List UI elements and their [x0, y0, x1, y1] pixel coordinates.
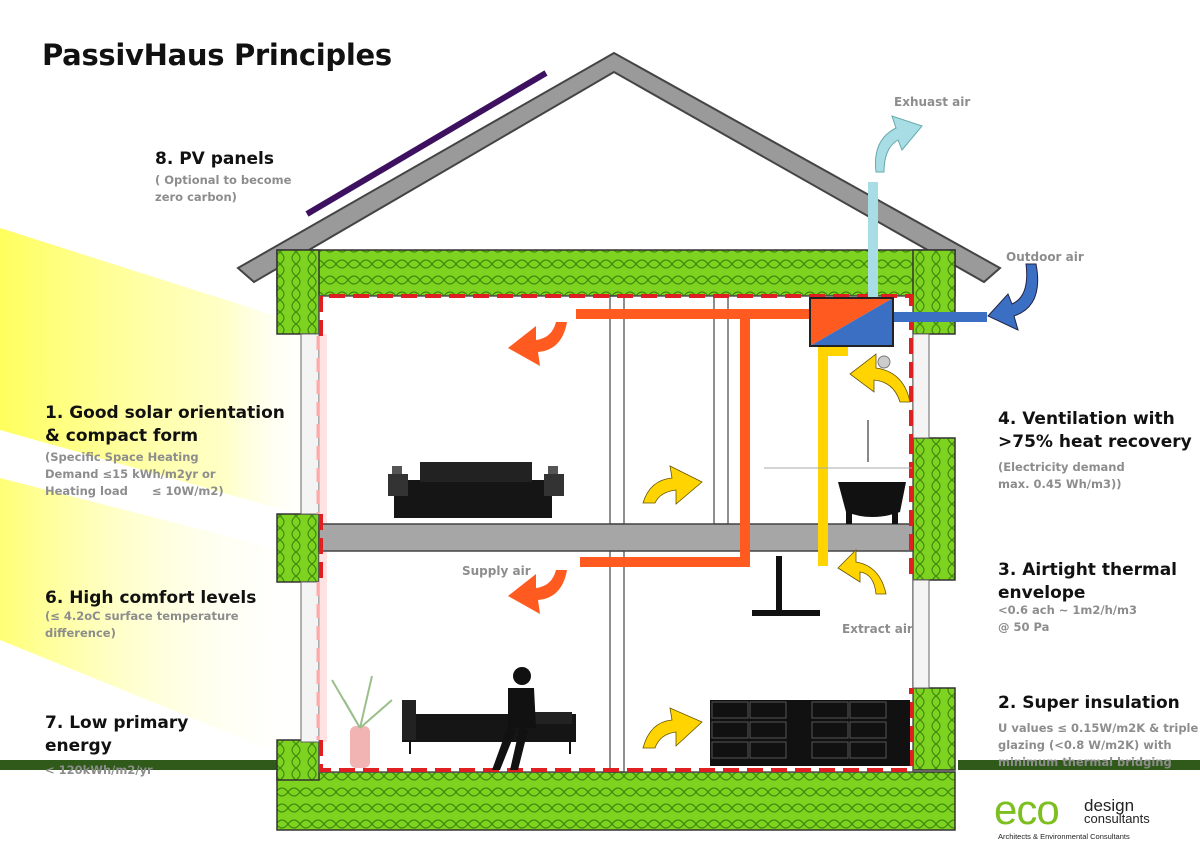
supply-arrow-upper-icon	[508, 322, 567, 366]
principle-1-detail-line-2: Demand ≤15 kWh/m2yr or	[45, 467, 216, 481]
roof	[236, 51, 1002, 284]
principle-8-detail: ( Optional to become zero carbon)	[155, 172, 291, 206]
plant-vase-icon	[331, 675, 393, 768]
principle-1-heading: 1. Good solar orientation & compact form	[45, 402, 285, 448]
exhaust-arrow-icon	[874, 115, 923, 173]
principle-3-heading: 3. Airtight thermal envelope	[998, 559, 1177, 605]
principle-4-heading-line-2: >75% heat recovery	[998, 432, 1192, 452]
principle-4-detail: (Electricity demand max. 0.45 Wh/m3))	[998, 459, 1125, 493]
principle-8-detail-line-2: zero carbon)	[155, 190, 237, 204]
extract-arrow-kitchen-icon	[642, 707, 703, 749]
principle-2-detail-line-3: minimum thermal bridging	[998, 755, 1172, 769]
principle-7-heading-line-2: energy	[45, 736, 112, 756]
extract-arrow-upper-icon	[642, 465, 703, 505]
bathtub-icon	[838, 482, 906, 524]
extract-arrow-bath-icon	[849, 353, 911, 403]
kitchen-cabinets-icon	[710, 700, 910, 766]
supply-air-label: Supply air	[462, 564, 531, 578]
ducts	[576, 182, 987, 567]
sofa-icon	[402, 700, 576, 754]
principle-6-detail-line-2: difference)	[45, 626, 116, 640]
principle-1-detail-line-1: (Specific Space Heating	[45, 450, 199, 464]
principle-1-heading-line-1: 1. Good solar orientation	[45, 403, 285, 423]
extract-arrow-lower-icon	[837, 549, 887, 595]
floor-lamp-icon	[752, 556, 820, 616]
sun-rays	[0, 228, 320, 770]
logo-tagline: Architects & Environmental Consultants	[998, 832, 1130, 841]
principle-3-detail: <0.6 ach ~ 1m2/h/m3 @ 50 Pa	[998, 602, 1137, 636]
principle-7-heading-line-1: 7. Low primary	[45, 713, 189, 733]
exhaust-air-label: Exhuast air	[894, 95, 971, 109]
supply-arrow-lower-icon	[508, 570, 567, 614]
principle-2-heading: 2. Super insulation	[998, 692, 1180, 715]
principle-4-heading: 4. Ventilation with >75% heat recovery	[998, 408, 1192, 454]
principle-4-detail-line-1: (Electricity demand	[998, 460, 1125, 474]
principle-7-heading: 7. Low primary energy	[45, 712, 188, 758]
outdoor-air-label: Outdoor air	[1006, 250, 1084, 264]
airtight-line	[319, 294, 913, 772]
extract-air-label: Extract air	[842, 622, 913, 636]
principle-8-heading: 8. PV panels	[155, 148, 274, 171]
window-left	[300, 333, 320, 743]
principle-4-detail-line-2: max. 0.45 Wh/m3))	[998, 477, 1122, 491]
principle-2-detail-line-2: glazing (<0.8 W/m2K) with	[998, 738, 1172, 752]
logo-design-text: design	[1084, 796, 1135, 815]
person-icon	[492, 667, 536, 770]
shower-icon	[764, 355, 912, 469]
principle-2-detail-line-1: U values ≤ 0.15W/m2K & triple	[998, 721, 1199, 735]
principle-2-detail: U values ≤ 0.15W/m2K & triple glazing (<…	[998, 720, 1198, 771]
principle-3-heading-line-1: 3. Airtight thermal	[998, 560, 1177, 580]
principle-6-detail-line-1: (≤ 4.2oC surface temperature	[45, 609, 239, 623]
ground-left	[0, 760, 282, 770]
principle-8-detail-line-1: ( Optional to become	[155, 173, 292, 187]
logo-consultants-text: consultants	[1084, 811, 1150, 826]
ground-right	[958, 760, 1200, 770]
heat-recovery-unit-icon	[809, 297, 894, 347]
principle-3-detail-line-2: @ 50 Pa	[998, 620, 1050, 634]
logo-eco-text: eco	[994, 786, 1060, 833]
outdoor-arrow-icon	[987, 263, 1039, 331]
principle-6-heading: 6. High comfort levels	[45, 587, 256, 610]
insulation	[276, 249, 956, 831]
principle-1-heading-line-2: & compact form	[45, 426, 199, 446]
eco-design-logo: eco design consultants Architects & Envi…	[994, 786, 1154, 844]
principle-7-detail-line-1: < 120kWh/m2/yr	[45, 763, 153, 777]
pv-panel-icon	[305, 70, 548, 217]
principle-3-detail-line-1: <0.6 ach ~ 1m2/h/m3	[998, 603, 1137, 617]
principle-2-heading-line-1: 2. Super insulation	[998, 693, 1180, 713]
principle-6-heading-line-1: 6. High comfort levels	[45, 588, 257, 608]
principle-6-detail: (≤ 4.2oC surface temperature difference)	[45, 608, 239, 642]
principle-8-heading-line-1: 8. PV panels	[155, 149, 274, 169]
principle-4-heading-line-1: 4. Ventilation with	[998, 409, 1175, 429]
bed-icon	[388, 462, 564, 518]
principle-1-detail-line-3: Heating load ≤ 10W/m2)	[45, 484, 224, 498]
window-right	[912, 333, 930, 689]
page-title: PassivHaus Principles	[42, 38, 392, 72]
principle-7-detail: < 120kWh/m2/yr	[45, 762, 153, 779]
principle-3-heading-line-2: envelope	[998, 583, 1086, 603]
principle-1-detail: (Specific Space Heating Demand ≤15 kWh/m…	[45, 449, 224, 500]
